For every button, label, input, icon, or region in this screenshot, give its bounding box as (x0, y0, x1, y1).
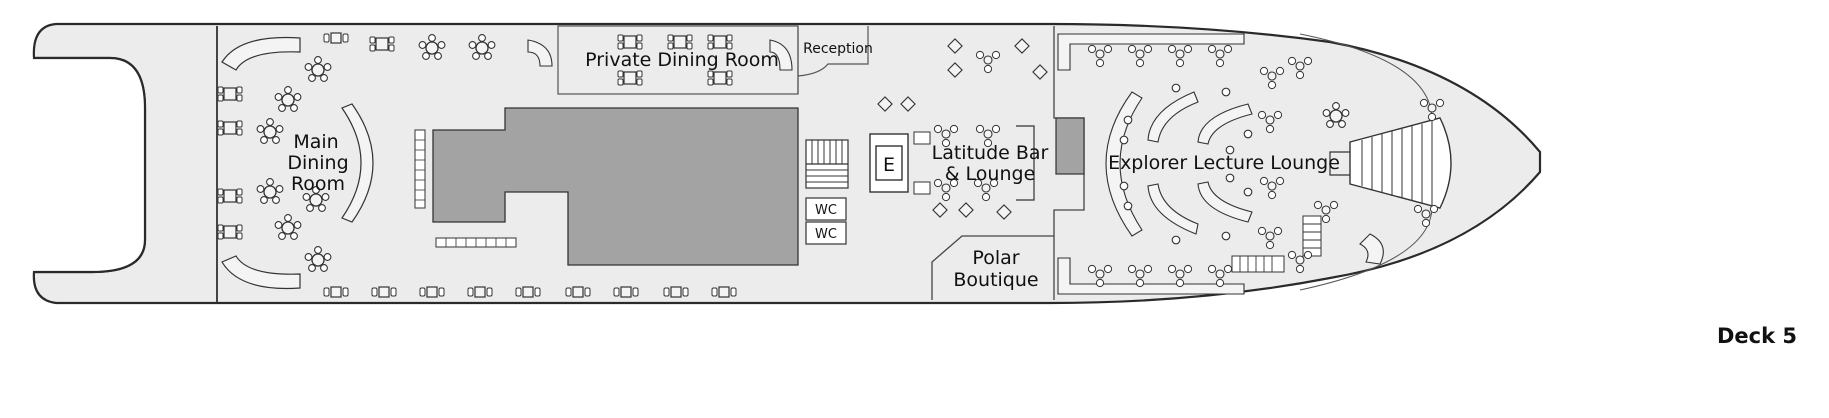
forward-stairs-vertical (1302, 215, 1322, 257)
forward-stairs-horizontal (1231, 255, 1285, 273)
wc-upper-label: WC (815, 203, 837, 218)
polar-boutique-label-2: Boutique (953, 269, 1038, 291)
explorer-lounge-label: Explorer Lecture Lounge (1108, 152, 1340, 174)
lounge-furniture (1057, 33, 1445, 295)
latitude-bar-label-1: Latitude Bar (932, 142, 1049, 164)
elevator-label: E (883, 154, 895, 176)
wc-lower-label: WC (815, 227, 837, 242)
main-dining-label-3: Room (291, 173, 345, 195)
main-dining-label-1: Main (293, 131, 338, 153)
forward-core (1055, 117, 1085, 175)
polar-boutique-wall (931, 235, 1054, 300)
elevator-inner (875, 145, 903, 181)
stern-cutout (34, 56, 147, 274)
deck-title: Deck 5 (1717, 324, 1797, 348)
wc-upper-box (805, 197, 847, 221)
main-dining-label-2: Dining (287, 152, 348, 174)
reception-wall (797, 26, 869, 94)
wc-lower-box (805, 221, 847, 245)
private-dining-label: Private Dining Room (585, 49, 779, 71)
stair-strip-vertical (414, 129, 426, 209)
bow-staircase (1299, 33, 1452, 291)
latitude-bar-label-2: & Lounge (945, 163, 1036, 185)
bar-furniture (877, 38, 1048, 220)
stair-strip-horizontal (435, 237, 517, 248)
polar-boutique-label-1: Polar (972, 247, 1019, 269)
dining-furniture (217, 32, 793, 298)
stern-inner-panel (216, 26, 218, 302)
central-core (432, 107, 799, 266)
stairs-core (805, 139, 849, 189)
reception-label: Reception (803, 41, 873, 57)
